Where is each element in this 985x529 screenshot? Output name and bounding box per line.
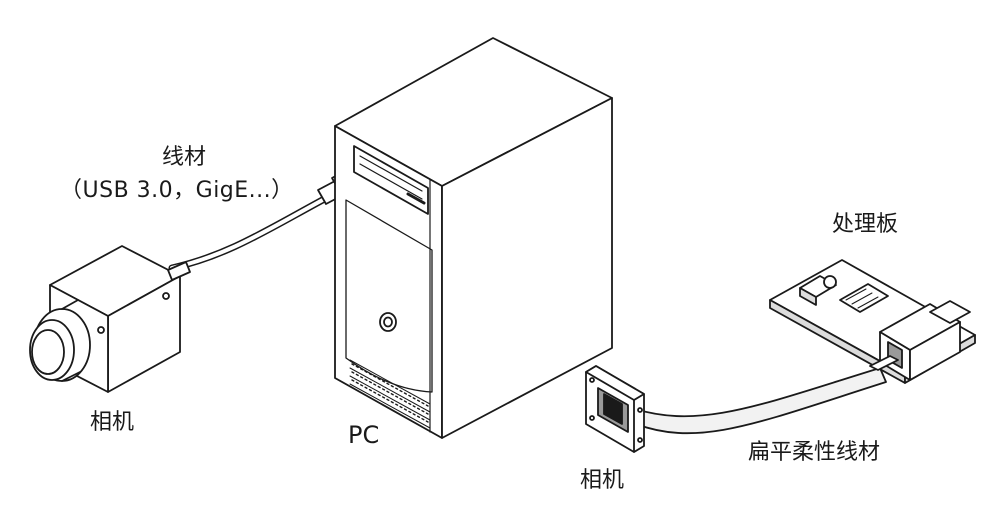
left-camera-label: 相机	[90, 410, 135, 435]
left-camera	[29, 245, 191, 393]
flex-cable-label: 扁平柔性线材	[748, 440, 881, 465]
vent-dots	[351, 363, 429, 423]
right-camera-module	[585, 365, 645, 453]
processing-board-label: 处理板	[832, 212, 899, 237]
cable-title-label: 线材	[162, 145, 207, 170]
pc-side-face	[441, 97, 613, 439]
right-camera-label: 相机	[580, 468, 625, 493]
capacitor-icon	[823, 275, 837, 289]
vent-grille	[349, 359, 431, 429]
processing-board	[769, 259, 976, 384]
flat-flex-cable	[631, 367, 887, 435]
cable-types-label: （USB 3.0，GigE...）	[60, 178, 294, 203]
pc-label: PC	[348, 421, 380, 449]
power-button-icon	[379, 312, 397, 332]
pc-tower	[334, 37, 613, 439]
